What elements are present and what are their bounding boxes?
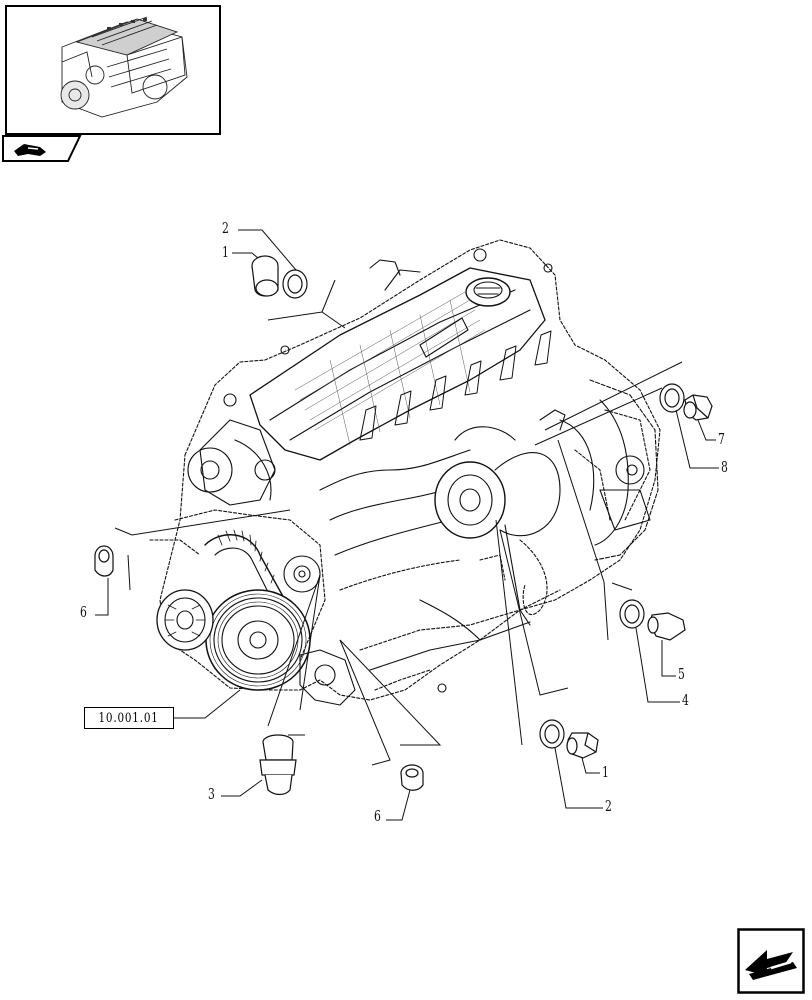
callout-7: 7 bbox=[718, 430, 725, 448]
reference-box[interactable]: 10.001.01 bbox=[84, 707, 174, 729]
callout-6-bottom: 6 bbox=[374, 807, 381, 825]
callout-1-top: 1 bbox=[222, 243, 229, 261]
callout-4: 4 bbox=[682, 691, 689, 709]
callout-2-top: 2 bbox=[222, 219, 229, 237]
book-tab-icon bbox=[2, 135, 82, 162]
next-page-arrow-icon[interactable] bbox=[737, 928, 805, 994]
callout-2-bottom: 2 bbox=[605, 797, 612, 815]
callout-1-bottom: 1 bbox=[602, 763, 609, 781]
engine-thumbnail-frame bbox=[5, 5, 221, 135]
callout-5: 5 bbox=[678, 665, 685, 683]
engine-thumbnail-icon bbox=[60, 16, 188, 118]
reference-box-label: 10.001.01 bbox=[98, 710, 160, 726]
callout-8: 8 bbox=[721, 458, 728, 476]
callout-3: 3 bbox=[208, 785, 215, 803]
callout-6-left: 6 bbox=[80, 603, 87, 621]
